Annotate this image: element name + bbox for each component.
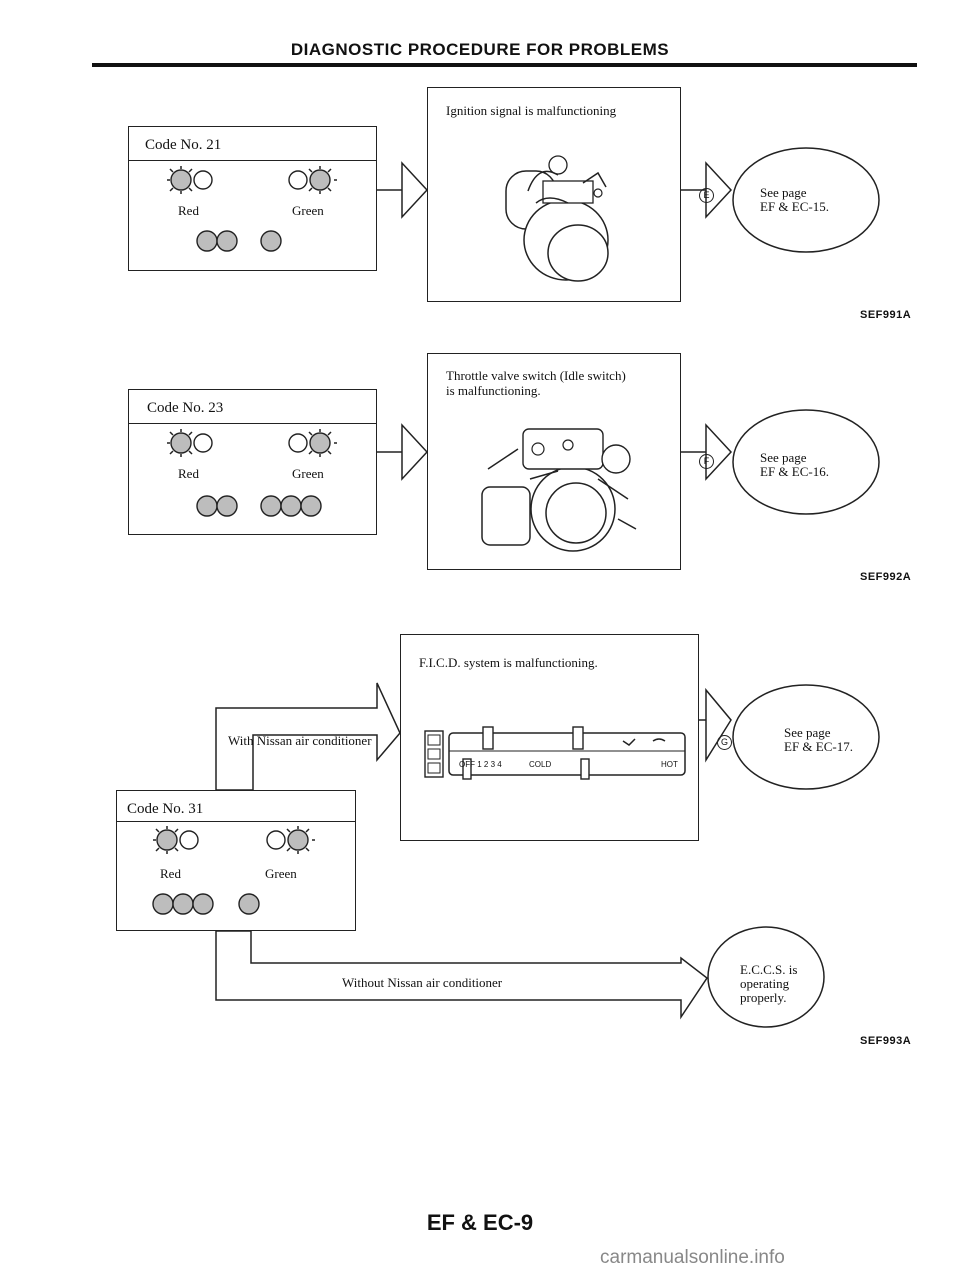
green-lamp-icon bbox=[288, 166, 337, 194]
see-page-3: See page bbox=[784, 725, 831, 740]
figure-ref-sef991a: SEF991A bbox=[860, 309, 912, 321]
flash-pattern-code-31 bbox=[152, 893, 260, 915]
problem-box-2: Throttle valve switch (Idle switch) is m… bbox=[427, 353, 681, 570]
code-31-box: Code No. 31 Red Green bbox=[116, 790, 356, 931]
page-header: DIAGNOSTIC PROCEDURE FOR PROBLEMS bbox=[290, 40, 670, 59]
red-lamp-icon bbox=[167, 429, 213, 457]
problem-box-1: Ignition signal is malfunctioning bbox=[427, 87, 681, 302]
eccs-line-3: properly. bbox=[740, 990, 787, 1005]
with-ac-label: With Nissan air conditioner bbox=[228, 733, 372, 748]
code-31-title: Code No. 31 bbox=[127, 801, 204, 817]
code-21-title: Code No. 21 bbox=[145, 137, 222, 153]
page-ref-ef15[interactable]: EF & EC-15. bbox=[760, 199, 829, 214]
eccs-ok-ellipse bbox=[707, 926, 825, 1028]
page-footer: EF & EC-9 bbox=[426, 1210, 534, 1235]
branch-e-marker: E bbox=[699, 188, 714, 203]
code-23-box: Code No. 23 Red Green bbox=[128, 389, 377, 535]
code-31-divider bbox=[117, 821, 355, 822]
page-ref-ef16[interactable]: EF & EC-16. bbox=[760, 464, 829, 479]
arrow-problem-to-see-ef17 bbox=[699, 687, 732, 763]
page-ref-ef17[interactable]: EF & EC-17. bbox=[784, 739, 853, 754]
problem-text-3: F.I.C.D. system is malfunctioning. bbox=[419, 655, 598, 670]
panel-cold-label: COLD bbox=[529, 760, 552, 769]
throttle-body-illustration bbox=[481, 428, 637, 552]
flash-pattern-code-21 bbox=[196, 230, 282, 252]
watermark: carmanualsonline.info bbox=[600, 1247, 785, 1268]
red-label: Red bbox=[178, 203, 199, 218]
problem-text-1: Ignition signal is malfunctioning bbox=[446, 103, 617, 118]
code-21-box: Code No. 21 Red Green bbox=[128, 126, 377, 271]
green-label: Green bbox=[292, 466, 324, 481]
code-23-title: Code No. 23 bbox=[147, 400, 224, 416]
problem-box-3: F.I.C.D. system is malfunctioning. OFF 1… bbox=[400, 634, 699, 841]
figure-ref-sef992a: SEF992A bbox=[860, 571, 912, 583]
code-21-divider bbox=[129, 160, 376, 161]
without-ac-label: Without Nissan air conditioner bbox=[342, 975, 503, 990]
green-label: Green bbox=[292, 203, 324, 218]
see-page-ellipse-3 bbox=[732, 684, 880, 790]
arrow-code23-to-problem bbox=[376, 423, 429, 481]
see-page-ellipse-2 bbox=[732, 409, 880, 515]
ignition-coil-illustration bbox=[505, 155, 609, 282]
red-lamp-icon bbox=[153, 826, 199, 854]
ac-control-panel-illustration bbox=[424, 726, 686, 780]
figure-ref-sef993a: SEF993A bbox=[860, 1035, 912, 1047]
green-lamp-icon bbox=[288, 429, 337, 457]
green-lamp-icon bbox=[266, 826, 315, 854]
see-page-ellipse-1 bbox=[732, 147, 880, 253]
red-label: Red bbox=[178, 466, 199, 481]
eccs-line-1: E.C.C.S. is bbox=[740, 962, 798, 977]
arrow-problem-to-see-ef16 bbox=[681, 423, 733, 481]
code-23-divider bbox=[129, 423, 376, 424]
panel-fan-scale: OFF 1 2 3 4 bbox=[459, 760, 502, 769]
branch-g-marker: G bbox=[717, 735, 732, 750]
header-rule bbox=[92, 63, 917, 67]
eccs-line-2: operating bbox=[740, 976, 790, 991]
arrow-with-ac bbox=[215, 682, 401, 791]
problem-text-2-line1: Throttle valve switch (Idle switch) bbox=[446, 368, 626, 383]
arrow-without-ac bbox=[215, 930, 709, 1020]
green-label: Green bbox=[265, 866, 297, 881]
panel-hot-label: HOT bbox=[661, 760, 678, 769]
arrow-code21-to-problem bbox=[376, 161, 429, 219]
red-lamp-icon bbox=[167, 166, 213, 194]
branch-f-marker: F bbox=[699, 454, 714, 469]
see-page-1: See page bbox=[760, 185, 807, 200]
red-label: Red bbox=[160, 866, 181, 881]
flash-pattern-code-23 bbox=[196, 495, 322, 517]
problem-text-2-line2: is malfunctioning. bbox=[446, 383, 541, 398]
see-page-2: See page bbox=[760, 450, 807, 465]
